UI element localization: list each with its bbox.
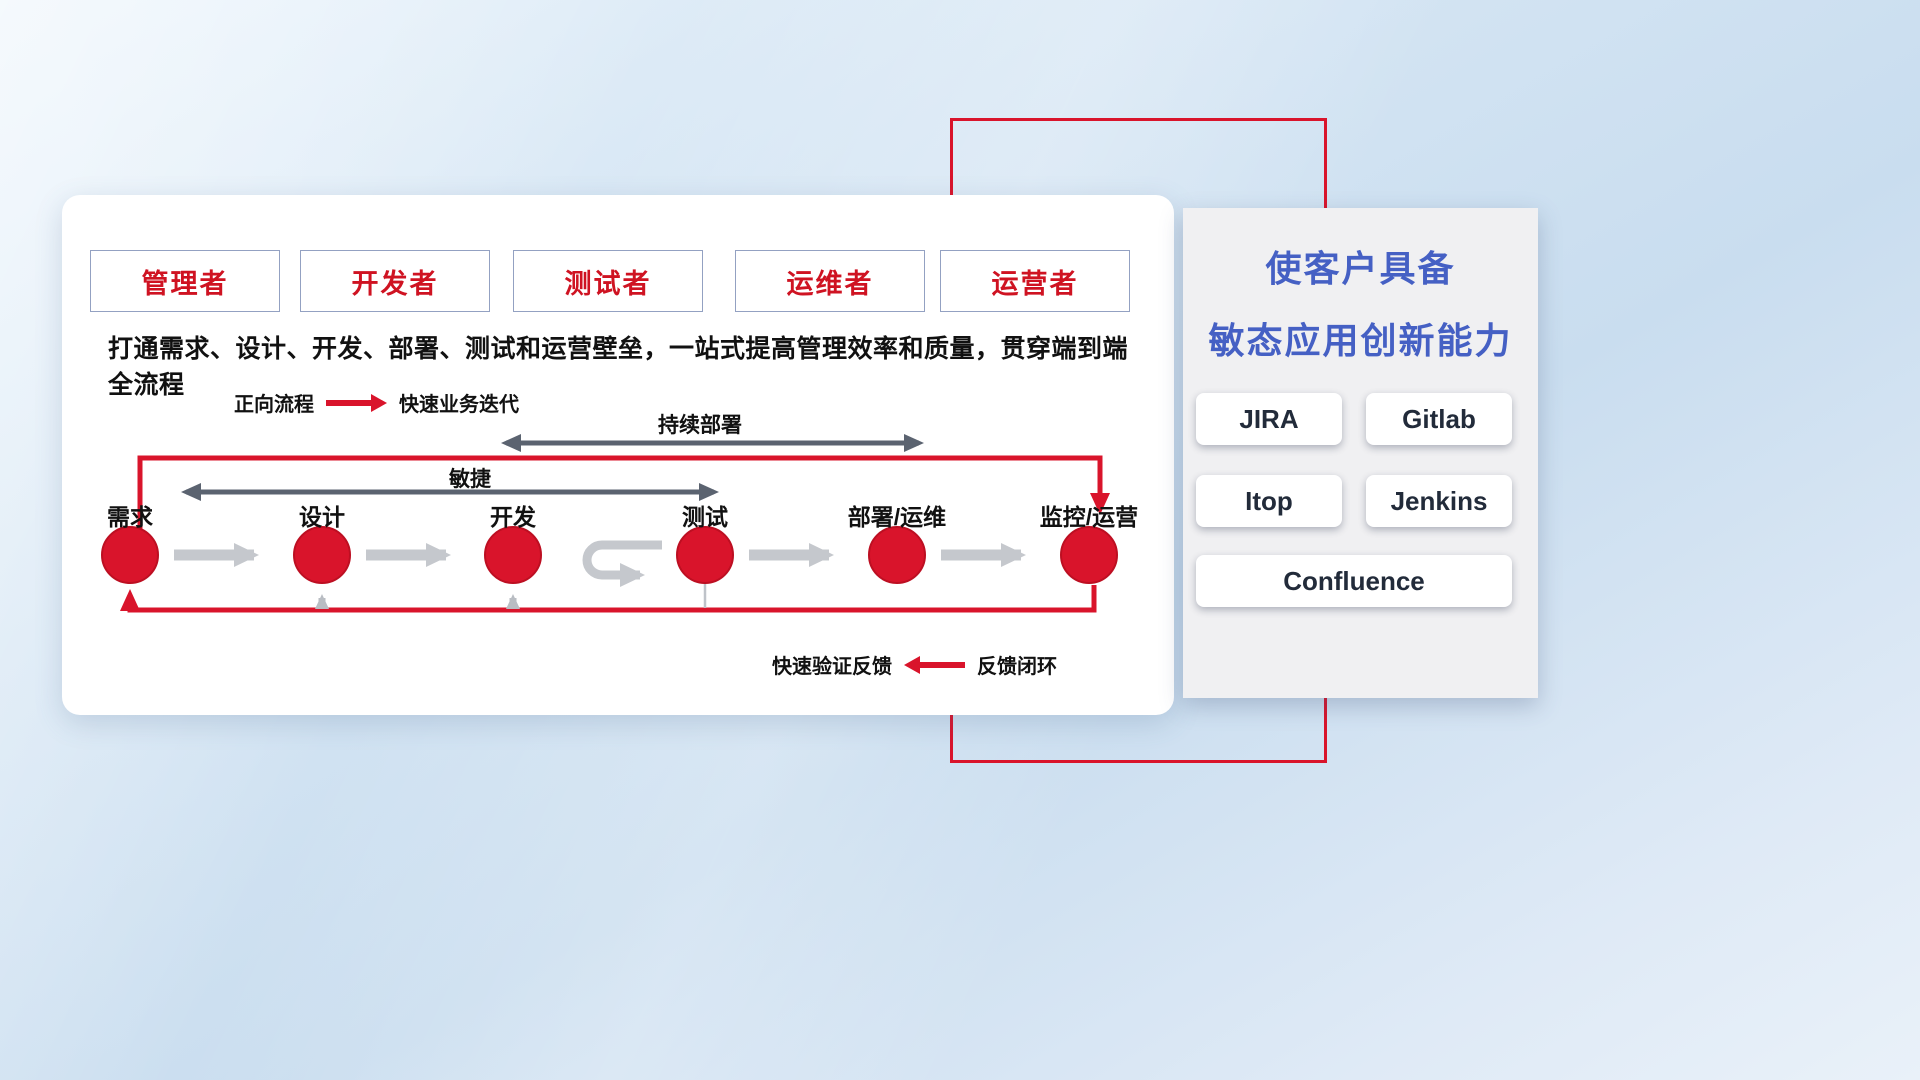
- stage-label-requirements: 需求: [107, 504, 153, 530]
- stage-node-design: [293, 526, 351, 584]
- tool-chip-gitlab: Gitlab: [1366, 393, 1512, 445]
- tool-chip-jira: JIRA: [1196, 393, 1342, 445]
- stage-label-design: 设计: [299, 504, 345, 530]
- stage-node-testing: [676, 526, 734, 584]
- forward-flow-label: 正向流程: [234, 394, 314, 416]
- stage-node-requirements: [101, 526, 159, 584]
- role-box-manager: 管理者: [90, 250, 280, 312]
- feedback-legend: 快速验证反馈 反馈闭环: [772, 650, 1057, 679]
- capability-panel: 使客户具备 敏态应用创新能力 JIRA Gitlab Itop Jenkins …: [1183, 208, 1538, 698]
- flow-description: 打通需求、设计、开发、部署、测试和运营壁垒，一站式提高管理效率和质量，贯穿端到端…: [108, 335, 1129, 399]
- feedback-desc-label: 快速验证反馈: [772, 656, 892, 678]
- stage-label-deploy-ops: 部署/运维: [847, 504, 947, 530]
- feedback-loop-label: 反馈闭环: [977, 656, 1057, 678]
- tool-chip-confluence: Confluence: [1196, 555, 1512, 607]
- panel-title-line2: 敏态应用创新能力: [1208, 320, 1513, 361]
- feedback-loop-line: [120, 585, 1097, 613]
- tool-chip-jenkins: Jenkins: [1366, 475, 1512, 527]
- tool-chip-itop: Itop: [1196, 475, 1342, 527]
- feedback-arrow-icon: [919, 661, 965, 668]
- stage-node-development: [484, 526, 542, 584]
- forward-flow-desc: 快速业务迭代: [399, 394, 519, 416]
- forward-flow-legend: 正向流程 快速业务迭代: [234, 388, 519, 417]
- continuous-deployment-label: 持续部署: [658, 414, 742, 437]
- iterate-loop-icon: [582, 540, 662, 587]
- stage-node-deploy-ops: [868, 526, 926, 584]
- stage-label-testing: 测试: [682, 504, 728, 530]
- role-box-operator: 运营者: [940, 250, 1130, 312]
- role-box-tester: 测试者: [513, 250, 703, 312]
- role-box-ops: 运维者: [735, 250, 925, 312]
- forward-arrow-icon: [326, 399, 372, 406]
- stage-label-development: 开发: [490, 504, 536, 530]
- agile-label: 敏捷: [449, 468, 491, 491]
- role-box-developer: 开发者: [300, 250, 490, 312]
- stage-node-monitor-ops: [1060, 526, 1118, 584]
- devops-flow-card: 管理者 开发者 测试者 运维者 运营者 打通需求、设计、开发、部署、测试和运营壁…: [62, 195, 1174, 715]
- stage-label-monitor-ops: 监控/运营: [1039, 504, 1139, 530]
- panel-title-line1: 使客户具备: [1265, 248, 1456, 289]
